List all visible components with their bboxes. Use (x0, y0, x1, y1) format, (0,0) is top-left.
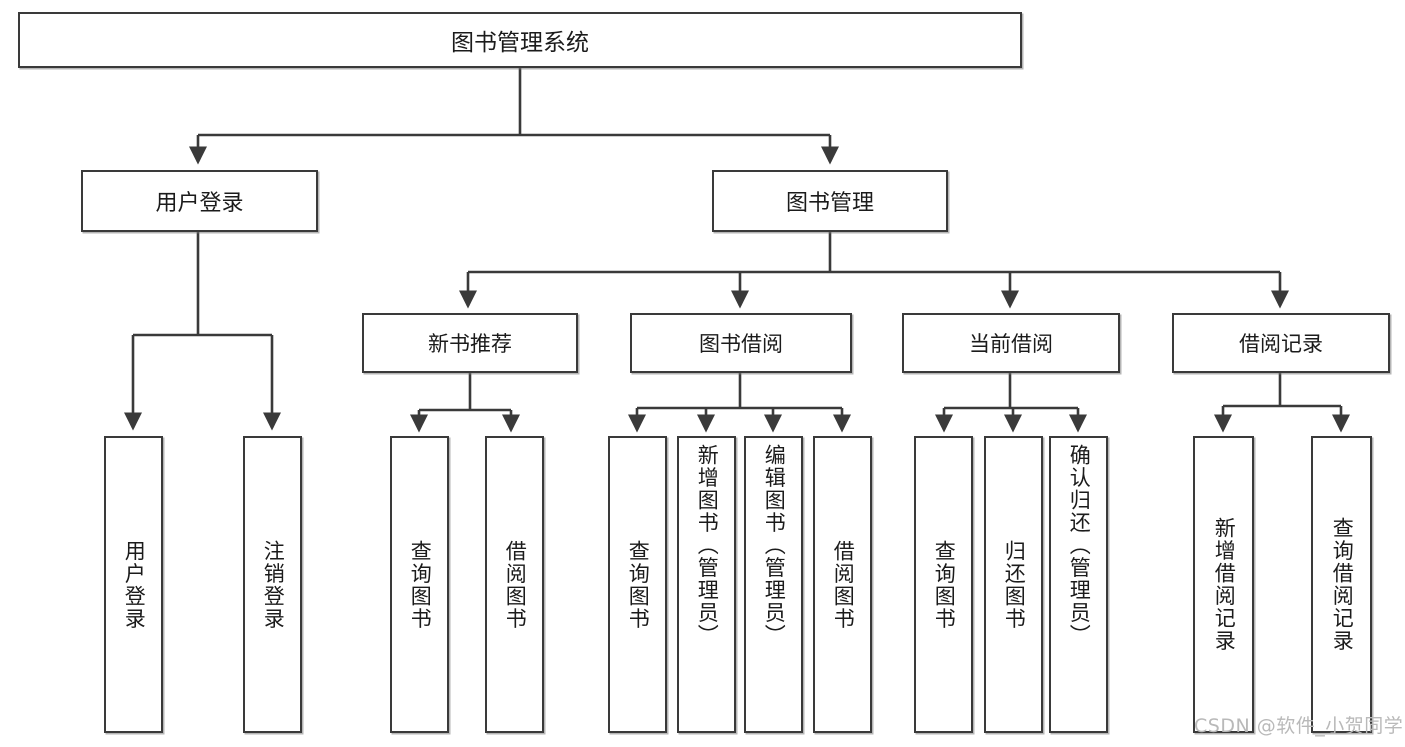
leaf-label: 注销登录 (261, 539, 286, 630)
leaf-borrow-add-book-admin[interactable]: 新增图书（管理员） (677, 436, 736, 733)
leaf-user-login-signout[interactable]: 注销登录 (243, 436, 302, 733)
node-current-borrow[interactable]: 当前借阅 (902, 313, 1120, 373)
node-book-borrow-label: 图书借阅 (699, 332, 783, 356)
node-user-login[interactable]: 用户登录 (81, 170, 318, 232)
leaf-current-return-book[interactable]: 归还图书 (984, 436, 1043, 733)
leaf-label: 借阅图书 (503, 539, 528, 630)
leaf-borrow-edit-book-admin[interactable]: 编辑图书（管理员） (744, 436, 803, 733)
leaf-record-query-record[interactable]: 查询借阅记录 (1311, 436, 1372, 733)
node-current-borrow-label: 当前借阅 (969, 332, 1053, 356)
leaf-label: 查询图书 (626, 539, 651, 630)
leaf-label: 用户登录 (122, 539, 147, 630)
watermark: CSDN @软件_小贺同学 (1194, 715, 1404, 737)
node-new-book-recommend-label: 新书推荐 (428, 332, 512, 356)
node-borrow-record-label: 借阅记录 (1239, 332, 1323, 356)
node-root[interactable]: 图书管理系统 (18, 12, 1022, 68)
node-book-management[interactable]: 图书管理 (712, 170, 948, 232)
node-root-label: 图书管理系统 (451, 30, 589, 56)
node-new-book-recommend[interactable]: 新书推荐 (362, 313, 578, 373)
leaf-label: 确认归还（管理员） (1067, 444, 1092, 647)
leaf-label: 查询借阅记录 (1330, 517, 1355, 652)
leaf-borrow-borrow-book[interactable]: 借阅图书 (813, 436, 872, 733)
leaf-label: 借阅图书 (831, 539, 856, 630)
leaf-current-query-book[interactable]: 查询图书 (914, 436, 973, 733)
node-book-management-label: 图书管理 (785, 191, 874, 216)
node-borrow-record[interactable]: 借阅记录 (1172, 313, 1390, 373)
leaf-borrow-query-book[interactable]: 查询图书 (608, 436, 667, 733)
leaf-label: 查询图书 (408, 539, 433, 630)
leaf-current-confirm-return-admin[interactable]: 确认归还（管理员） (1049, 436, 1108, 733)
leaf-label: 归还图书 (1002, 539, 1027, 630)
leaf-label: 查询图书 (932, 539, 957, 630)
node-user-login-label: 用户登录 (155, 191, 244, 216)
leaf-new-book-query[interactable]: 查询图书 (390, 436, 449, 733)
leaf-user-login-signin[interactable]: 用户登录 (104, 436, 163, 733)
leaf-label: 编辑图书（管理员） (762, 444, 787, 647)
leaf-record-add-record[interactable]: 新增借阅记录 (1193, 436, 1254, 733)
leaf-new-book-borrow[interactable]: 借阅图书 (485, 436, 544, 733)
leaf-label: 新增图书（管理员） (695, 444, 720, 647)
node-book-borrow[interactable]: 图书借阅 (630, 313, 852, 373)
leaf-label: 新增借阅记录 (1212, 517, 1237, 652)
